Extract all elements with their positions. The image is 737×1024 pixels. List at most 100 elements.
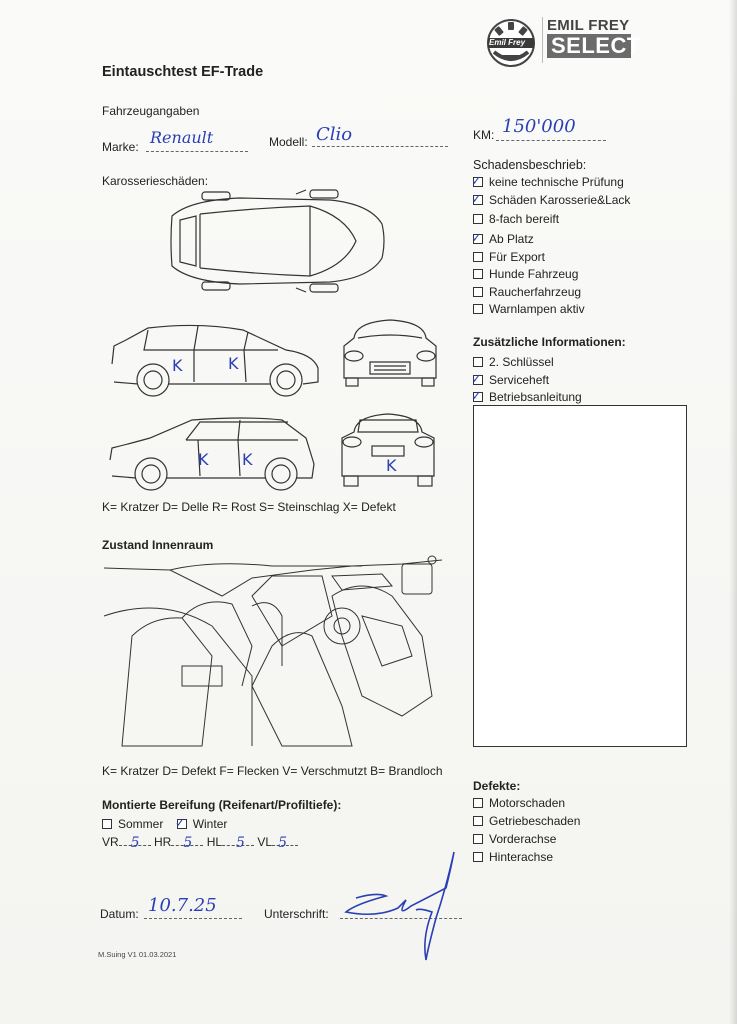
damage-item-4[interactable]: ✓Ab Platz (471, 231, 534, 246)
damage-item-label: Für Export (489, 250, 546, 264)
km-line (496, 140, 606, 141)
logo-wordmark: EMIL FREY SELECT (542, 17, 640, 63)
car-side-view-left-diagram (109, 417, 315, 491)
check-mark: ✓ (471, 174, 482, 189)
signature-drawing[interactable] (336, 848, 466, 968)
logo-badge-text: Emil Frey (489, 38, 526, 47)
signature-line (340, 918, 462, 919)
defects-heading: Defekte: (473, 779, 521, 793)
defect-item-checkbox[interactable] (473, 798, 483, 808)
brand-label: Marke: (102, 140, 139, 154)
car-front-view-diagram (343, 319, 437, 387)
damage-mark-side-1: K (172, 356, 183, 375)
brand-line (146, 151, 248, 152)
tire-winter-label: Winter (192, 817, 228, 831)
interior-legend: K= Kratzer D= Defekt F= Flecken V= Versc… (102, 764, 443, 778)
additional-info-heading: Zusätzliche Informationen: (473, 335, 626, 349)
damage-item-checkbox[interactable] (473, 214, 483, 224)
model-label: Modell: (269, 135, 308, 149)
info-item-2[interactable]: ✓Serviceheft (471, 372, 549, 387)
info-item-checkbox[interactable]: ✓ (471, 372, 483, 387)
tire-hl-value[interactable]: 5 (236, 835, 245, 851)
defect-item-2[interactable]: Getriebeschaden (473, 814, 580, 828)
defect-item-checkbox[interactable] (473, 816, 483, 826)
defect-item-label: Getriebeschaden (489, 814, 581, 828)
footer-version: M.Suing V1 01.03.2021 (98, 950, 177, 959)
check-mark: ✓ (471, 192, 482, 207)
vehicle-heading: Fahrzeugangaben (102, 104, 200, 118)
info-item-checkbox[interactable] (473, 357, 483, 367)
tire-summer-checkbox[interactable] (102, 819, 112, 829)
tire-winter-checkbox[interactable]: ✓ (174, 816, 187, 831)
body-damage-legend: K= Kratzer D= Delle R= Rost S= Steinschl… (102, 500, 396, 514)
tire-vl-label: VL (257, 835, 273, 849)
damage-mark-rear: K (386, 456, 397, 475)
model-value[interactable]: Clio (316, 124, 353, 145)
date-line (144, 918, 242, 919)
tire-depth-row: VR 5 HR 5 HL 5 VL 5 (102, 835, 299, 851)
damage-mark-side-3: K (198, 450, 209, 469)
tire-vl-value[interactable]: 5 (278, 835, 287, 851)
damage-item-checkbox[interactable]: ✓ (471, 174, 483, 189)
tire-type-row: Sommer ✓ Winter (102, 816, 228, 831)
model-line (312, 146, 448, 147)
km-value[interactable]: 150'000 (502, 116, 576, 137)
tire-summer-label: Sommer (118, 817, 164, 831)
damage-item-5[interactable]: Für Export (473, 250, 545, 264)
date-label: Datum: (100, 907, 139, 921)
damage-item-checkbox[interactable] (473, 252, 483, 262)
defect-item-checkbox[interactable] (473, 834, 483, 844)
defect-item-label: Vorderachse (489, 832, 557, 846)
tire-winter-check-mark: ✓ (174, 816, 186, 831)
notes-box[interactable] (473, 405, 687, 747)
body-damage-heading: Karosserieschäden: (102, 174, 209, 188)
damage-item-checkbox[interactable] (473, 287, 483, 297)
damage-item-checkbox[interactable] (473, 304, 483, 314)
damage-item-2[interactable]: ✓ Schäden Karosserie&Lack (471, 192, 631, 207)
info-item-label: 2. Schlüssel (489, 355, 554, 369)
defect-item-1[interactable]: Motorschaden (473, 796, 565, 810)
tire-hr-value[interactable]: 5 (183, 835, 193, 851)
brand-value[interactable]: Renault (150, 128, 214, 147)
tire-hr-label: HR (154, 835, 172, 849)
car-top-view-diagram (170, 189, 385, 293)
info-item-3[interactable]: ✓ Betriebsanleitung (471, 389, 582, 404)
damage-mark-side-2: K (228, 354, 239, 373)
logo-badge-icon (487, 19, 535, 67)
date-value[interactable]: 10.7.25 (148, 895, 217, 916)
info-item-checkbox[interactable]: ✓ (471, 389, 483, 404)
tire-hl-label: HL (206, 835, 223, 849)
defect-item-checkbox[interactable] (473, 852, 483, 862)
form-title: Eintauschtest EF-Trade (102, 64, 264, 80)
tire-vr-value[interactable]: 5 (130, 835, 140, 851)
damage-item-8[interactable]: Warnlampen aktiv (473, 302, 585, 316)
damage-item-checkbox[interactable] (473, 269, 483, 279)
damage-item-label: Schäden Karosserie&Lack (489, 193, 631, 207)
logo-line2: SELECT (547, 34, 640, 58)
damage-item-3[interactable]: 8-fach bereift (473, 212, 559, 226)
defect-item-label: Hinterachse (489, 850, 554, 864)
tires-heading: Montierte Bereifung (Reifenart/Profiltie… (102, 798, 342, 812)
defect-item-3[interactable]: Vorderachse (473, 832, 556, 846)
damage-item-7[interactable]: Raucherfahrzeug (473, 285, 581, 299)
interior-heading: Zustand Innenraum (102, 538, 214, 552)
logo-line1: EMIL FREY (547, 17, 630, 34)
damage-item-checkbox[interactable]: ✓ (471, 231, 483, 246)
damage-item-6[interactable]: Hunde Fahrzeug (473, 267, 578, 281)
damage-item-label: Hunde Fahrzeug (489, 267, 579, 281)
damage-report-heading: Schadensbeschrieb: (473, 158, 587, 172)
check-mark: ✓ (471, 372, 482, 387)
tire-vr-label: VR (102, 835, 119, 849)
damage-item-checkbox[interactable]: ✓ (471, 192, 483, 207)
info-item-1[interactable]: 2. Schlüssel (473, 355, 554, 369)
signature-label: Unterschrift: (264, 907, 329, 921)
damage-item-label: Warnlampen aktiv (489, 302, 585, 316)
car-interior-diagram (103, 555, 443, 747)
damage-item-1[interactable]: ✓ keine technische Prüfung (471, 174, 624, 189)
damage-item-label: keine technische Prüfung (489, 175, 624, 189)
info-item-label: Betriebsanleitung (489, 390, 582, 404)
defect-item-4[interactable]: Hinterachse (473, 850, 553, 864)
defect-item-label: Motorschaden (489, 796, 566, 810)
page-edge-shadow (729, 0, 737, 1024)
